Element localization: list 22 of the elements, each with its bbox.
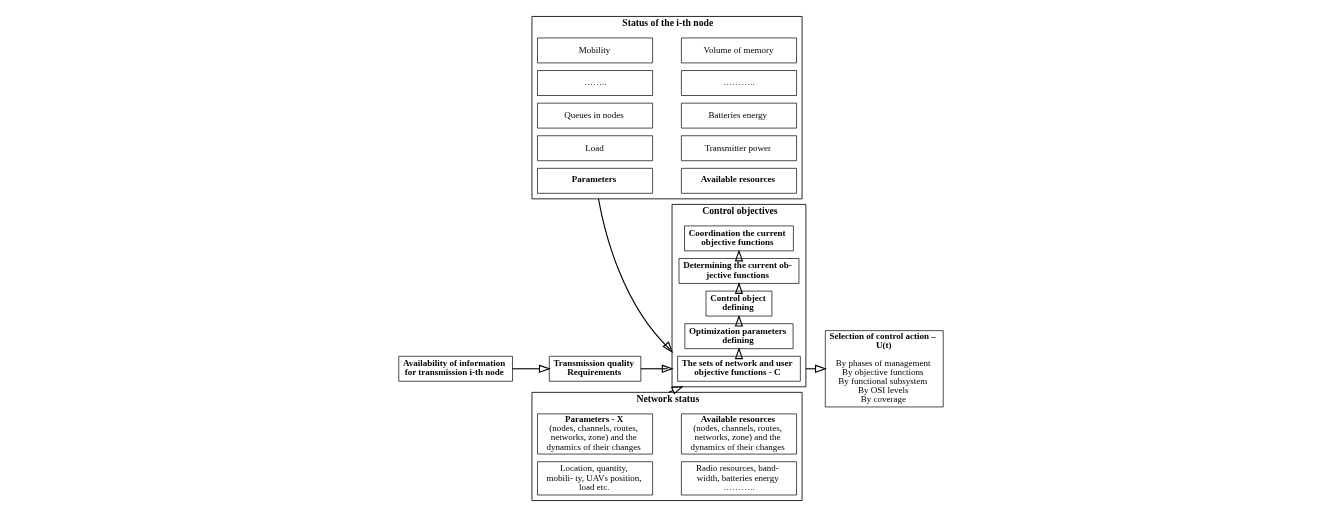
arrow bbox=[639, 364, 674, 373]
arrow bbox=[667, 386, 684, 395]
node-box: …….. bbox=[536, 70, 653, 96]
node-box: Selection of control action – U(t) By phases of management By objective functions By functional subsystem By OSI levels By coverage bbox=[824, 330, 944, 408]
node-box: Mobility bbox=[536, 37, 653, 64]
arrow bbox=[511, 364, 551, 373]
arrow bbox=[597, 198, 673, 354]
node-box: Parameters bbox=[536, 168, 653, 194]
node-box: Load bbox=[536, 135, 653, 162]
node-box: Location, quantity, mobili- ty, UAVs position, load etc. bbox=[536, 461, 653, 496]
node-box: Transmission quality Requirements bbox=[548, 355, 641, 382]
node-box: Volume of memory bbox=[680, 37, 797, 64]
node-box: Queues in nodes bbox=[536, 102, 653, 129]
node-box: Transmitter power bbox=[680, 135, 797, 162]
node-box: Available resources (nodes, channels, routes, networks, zone) and the dynamics of their changes bbox=[680, 413, 797, 455]
node-box: Parameters - X (nodes, channels, routes, networks, zone) and the dynamics of their changes bbox=[536, 413, 653, 455]
node-box: Radio resources, band- width, batteries energy ……….. bbox=[680, 461, 797, 496]
node-box: ……….. bbox=[680, 70, 797, 96]
node-box: Batteries energy bbox=[680, 102, 797, 129]
node-box: Coordination the current objective functions bbox=[683, 225, 794, 252]
node-box: Available resources bbox=[680, 168, 797, 194]
node-box: Availability of information for transmission i-th node bbox=[397, 355, 513, 382]
